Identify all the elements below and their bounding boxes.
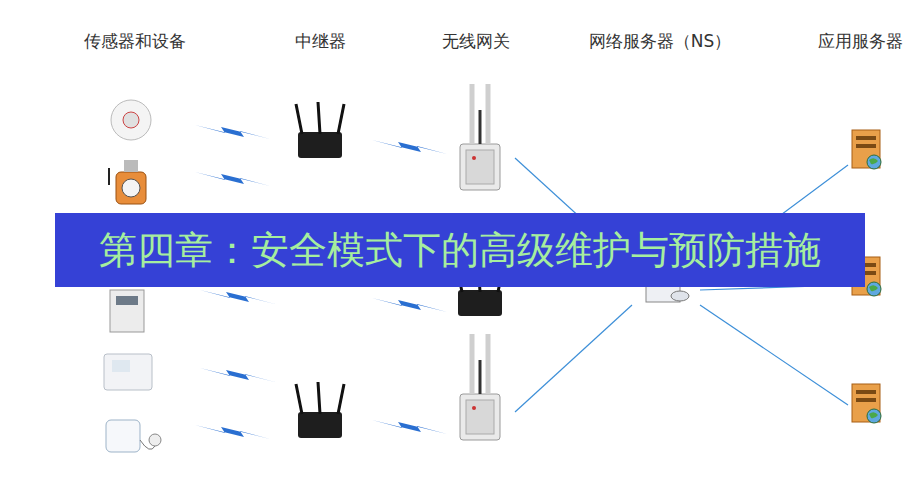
column-header: 中继器	[295, 30, 346, 53]
column-header: 网络服务器（NS）	[589, 30, 732, 53]
column-header: 应用服务器	[818, 30, 903, 53]
column-header: 传感器和设备	[84, 30, 186, 53]
banner-text: 第四章：安全模式下的高级维护与预防措施	[99, 225, 821, 276]
chapter-banner: 第四章：安全模式下的高级维护与预防措施	[55, 213, 865, 287]
column-header: 无线网关	[442, 30, 510, 53]
